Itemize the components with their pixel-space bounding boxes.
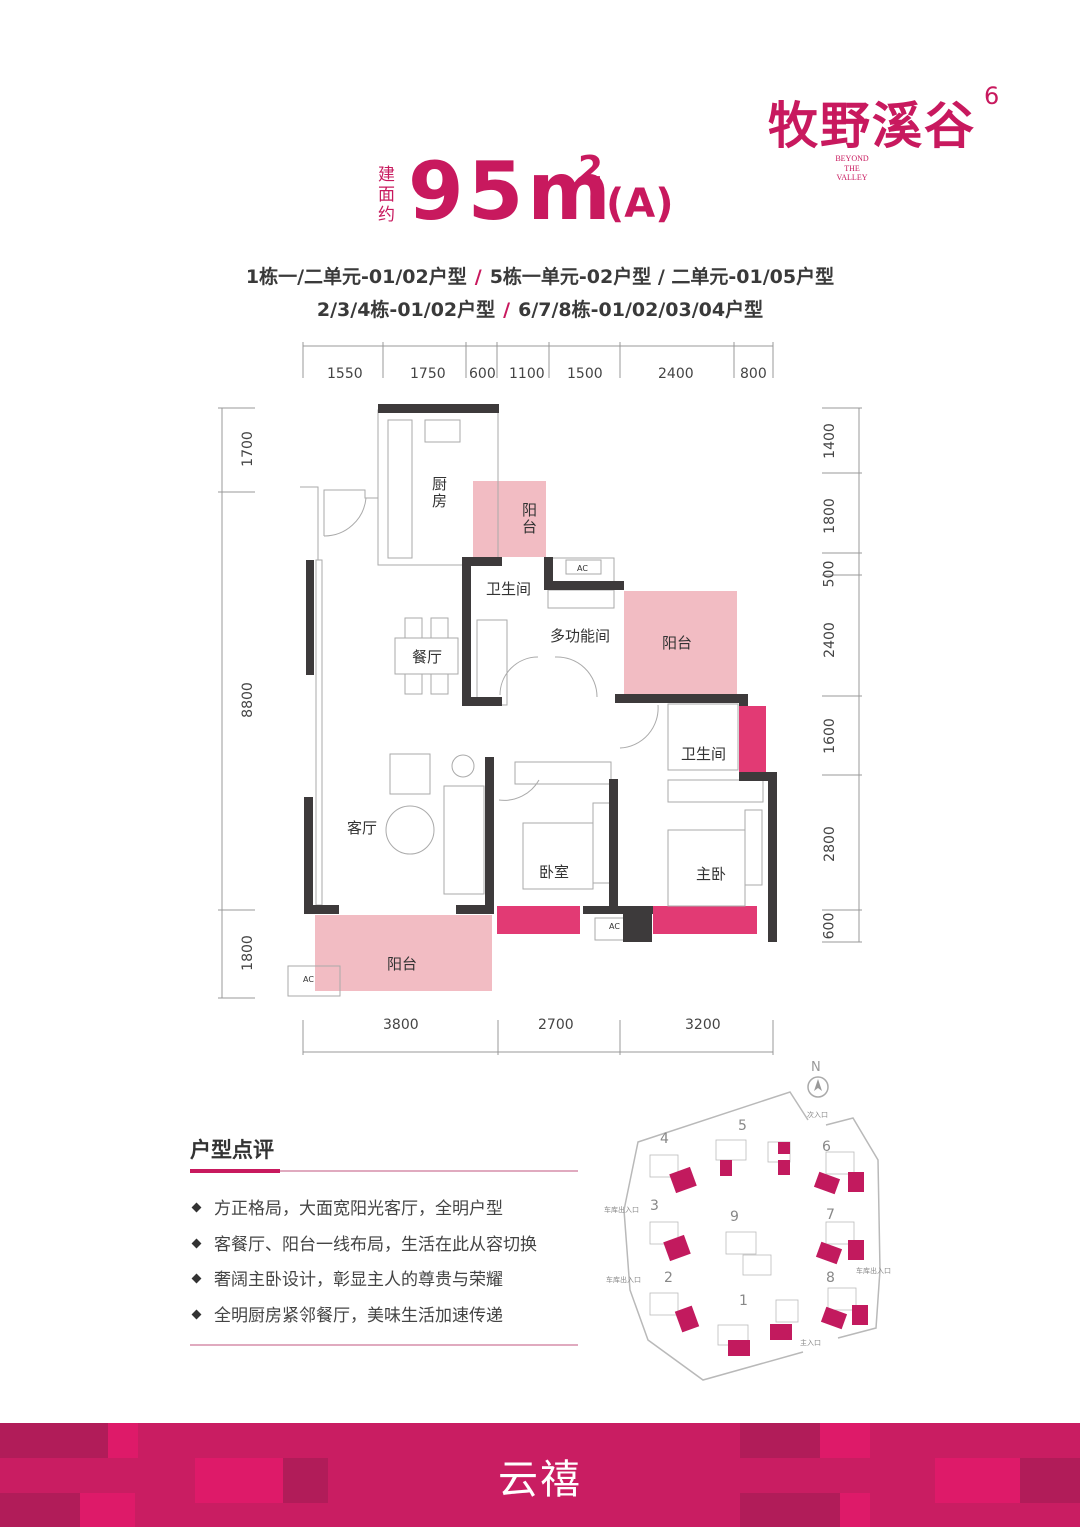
- building-8: 8: [826, 1270, 835, 1286]
- room-balcony-service: 阳台: [522, 501, 538, 536]
- secondary-entrance-label: 次入口: [807, 1111, 828, 1119]
- dim-right-1: 1400: [821, 423, 838, 459]
- logo-name: 牧野溪谷: [768, 96, 976, 155]
- room-master-bedroom: 主卧: [696, 865, 727, 883]
- room-bathroom-public: 卫生间: [486, 580, 532, 598]
- ac-unit-label: AC: [609, 922, 620, 931]
- dim-top-4: 1100: [509, 366, 545, 382]
- dim-right-7: 600: [821, 912, 838, 940]
- dim-top-5: 1500: [567, 366, 603, 382]
- main-entrance-label: 主入口: [800, 1339, 821, 1347]
- separator: /: [503, 299, 511, 321]
- dim-right-4: 2400: [821, 622, 838, 658]
- building-2: 2: [664, 1270, 673, 1286]
- dim-left-3: 1800: [239, 935, 256, 971]
- review-heading: 户型点评: [190, 1138, 274, 1162]
- building-5: 5: [738, 1118, 747, 1134]
- dim-left-2: 8800: [239, 682, 256, 718]
- dim-top-6: 2400: [658, 366, 694, 382]
- vehicle-entrance-west-2: 车库出入口: [606, 1276, 641, 1284]
- building-7: 7: [826, 1207, 835, 1223]
- vehicle-entrance-east: 车库出入口: [856, 1267, 891, 1275]
- unit-types-line-2: 2/3/4栋-01/02户型/6/7/8栋-01/02/03/04户型: [316, 299, 764, 321]
- diamond-bullet-icon: [191, 1273, 202, 1284]
- building-9: 9: [730, 1209, 739, 1225]
- diamond-bullet-icon: [191, 1309, 202, 1319]
- dim-bottom-1: 3800: [383, 1017, 419, 1033]
- footer-banner: 云禧: [0, 1423, 1080, 1527]
- dim-right-5: 1600: [821, 718, 838, 754]
- room-kitchen: 厨房: [432, 475, 448, 510]
- area-number: 95m: [408, 145, 615, 238]
- dim-top-1: 1550: [327, 366, 363, 382]
- room-bedroom: 卧室: [539, 863, 570, 881]
- area-superscript: 2: [578, 149, 604, 190]
- separator: /: [474, 266, 482, 288]
- building-3: 3: [650, 1198, 659, 1214]
- logo-tagline: BEYOND THE VALLEY: [835, 154, 869, 182]
- review-item: 方正格局，大面宽阳光客厅，全明户型: [190, 1194, 537, 1230]
- review-item: 客餐厅、阳台一线布局，生活在此从容切换: [190, 1230, 537, 1266]
- dim-right-6: 2800: [821, 826, 838, 862]
- review-divider-bottom: [190, 1344, 578, 1346]
- dim-right-3: 500: [821, 560, 838, 588]
- building-6: 6: [822, 1139, 831, 1155]
- room-bathroom-master: 卫生间: [681, 745, 727, 763]
- ac-unit-label: AC: [577, 564, 588, 573]
- building-4: 4: [660, 1131, 669, 1147]
- dim-left-1: 1700: [239, 431, 256, 467]
- building-1: 1: [739, 1293, 748, 1309]
- review-divider: [190, 1169, 578, 1173]
- diamond-bullet-icon: [191, 1238, 202, 1248]
- footer-brand: 云禧: [498, 1457, 582, 1503]
- room-balcony-east: 阳台: [662, 634, 693, 652]
- diamond-bullet-icon: [191, 1202, 202, 1213]
- unit-type-label: (A): [606, 181, 674, 227]
- dim-top-7: 800: [740, 366, 767, 382]
- project-logo: 牧野溪谷 6 BEYOND THE VALLEY: [768, 82, 1008, 186]
- room-balcony-living: 阳台: [387, 955, 418, 973]
- north-label: N: [811, 1060, 821, 1075]
- area-prefix: 建面约: [378, 165, 395, 225]
- review-item: 全明厨房紧邻餐厅，美味生活加速传递: [190, 1301, 537, 1337]
- room-multifunction: 多功能间: [550, 627, 611, 645]
- ac-unit-label: AC: [303, 975, 314, 984]
- dim-top-2: 1750: [410, 366, 446, 382]
- vehicle-entrance-west-1: 车库出入口: [604, 1206, 639, 1214]
- dim-right-2: 1800: [821, 498, 838, 534]
- compass-icon: [807, 1076, 829, 1098]
- review-item: 奢阔主卧设计，彰显主人的尊贵与荣耀: [190, 1265, 537, 1301]
- dim-bottom-3: 3200: [685, 1017, 721, 1033]
- room-dining: 餐厅: [412, 648, 443, 666]
- site-map: N 次入口 主入口 车库出入口 车库出入口 车库出入口 1 2 3 4 5 6 …: [604, 1060, 908, 1390]
- dim-top-3: 600: [469, 366, 496, 382]
- review-list: 方正格局，大面宽阳光客厅，全明户型 客餐厅、阳台一线布局，生活在此从容切换 奢阔…: [190, 1194, 537, 1336]
- dim-bottom-2: 2700: [538, 1017, 574, 1033]
- unit-types-line-1: 1栋一/二单元-01/02户型/5栋一单元-02户型 / 二单元-01/05户型: [245, 266, 835, 288]
- logo-superscript: 6: [984, 82, 1000, 110]
- room-living: 客厅: [347, 819, 378, 837]
